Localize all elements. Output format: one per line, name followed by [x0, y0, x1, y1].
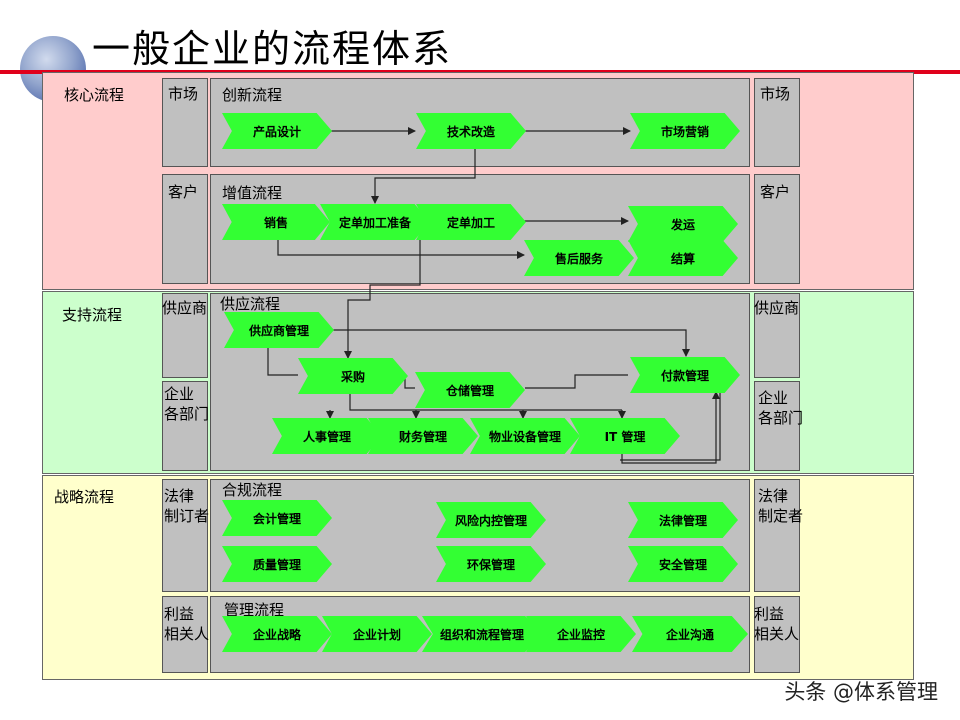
right-box-supplier: [754, 293, 800, 378]
right-box-stakeholders: [754, 596, 800, 673]
step-corporate-strategy: 企业战略: [222, 616, 332, 652]
step-accounting-mgmt: 会计管理: [222, 500, 332, 536]
step-warehousing: 仓储管理: [415, 372, 525, 408]
management-process-label: 管理流程: [224, 601, 285, 619]
step-shipping: 发运: [628, 206, 738, 242]
right-label-departments: 企业 各部门: [758, 389, 804, 427]
right-box-market: [754, 78, 800, 167]
band-label-core: 核心流程: [64, 86, 125, 104]
compliance-process-label: 合规流程: [222, 481, 283, 499]
step-finance-mgmt: 财务管理: [368, 418, 478, 454]
band-label-support: 支持流程: [62, 306, 123, 324]
value-process-label: 增值流程: [222, 184, 283, 202]
left-box-customer: [162, 174, 208, 284]
left-box-supplier: [162, 293, 208, 378]
left-box-lawmakers: [162, 479, 208, 592]
right-label-supplier: 供应商: [754, 299, 800, 317]
step-payment-mgmt: 付款管理: [630, 357, 740, 393]
right-box-lawmakers: [754, 479, 800, 592]
step-marketing: 市场营销: [630, 113, 740, 149]
step-order-processing: 定单加工: [416, 204, 526, 240]
step-corporate-communication: 企业沟通: [632, 616, 748, 652]
step-risk-control: 风险内控管理: [436, 502, 546, 538]
step-after-sales: 售后服务: [524, 240, 634, 276]
right-label-customer: 客户: [760, 183, 791, 201]
step-product-design: 产品设计: [222, 113, 332, 149]
step-supplier-mgmt: 供应商管理: [224, 312, 334, 348]
left-label-stakeholders: 利益 相关人: [164, 605, 210, 643]
step-org-process-mgmt: 组织和流程管理: [422, 616, 542, 652]
innovation-process-label: 创新流程: [222, 86, 283, 104]
step-sales: 销售: [222, 204, 330, 240]
step-quality-mgmt: 质量管理: [222, 546, 332, 582]
step-settlement: 结算: [628, 240, 738, 276]
step-corporate-planning: 企业计划: [322, 616, 432, 652]
supply-process-label: 供应流程: [220, 295, 281, 313]
right-label-lawmakers: 法律 制定者: [758, 487, 804, 525]
left-box-market: [162, 78, 208, 167]
step-hr-mgmt: 人事管理: [272, 418, 382, 454]
step-purchasing: 采购: [298, 358, 408, 394]
band-label-strategy: 战略流程: [54, 488, 115, 506]
step-legal-mgmt: 法律管理: [628, 502, 738, 538]
right-box-departments: [754, 381, 800, 471]
step-tech-transform: 技术改造: [416, 113, 526, 149]
left-box-departments: [162, 381, 208, 471]
watermark-text: 头条 @体系管理: [784, 680, 938, 704]
page-title: 一般企业的流程体系: [92, 27, 453, 71]
step-it-mgmt: IT 管理: [570, 418, 680, 454]
right-label-market: 市场: [760, 85, 791, 103]
step-safety-mgmt: 安全管理: [628, 546, 738, 582]
left-label-lawmakers: 法律 制订者: [164, 487, 210, 525]
left-label-supplier: 供应商: [162, 299, 208, 317]
left-label-market: 市场: [168, 85, 199, 103]
right-box-customer: [754, 174, 800, 284]
step-order-prep: 定单加工准备: [320, 204, 430, 240]
step-facility-mgmt: 物业设备管理: [470, 418, 580, 454]
left-box-stakeholders: [162, 596, 208, 673]
step-environment-mgmt: 环保管理: [436, 546, 546, 582]
right-label-stakeholders: 利益 相关人: [754, 605, 800, 643]
step-corporate-monitoring: 企业监控: [526, 616, 636, 652]
left-label-customer: 客户: [168, 183, 199, 201]
left-label-departments: 企业 各部门: [164, 385, 210, 423]
